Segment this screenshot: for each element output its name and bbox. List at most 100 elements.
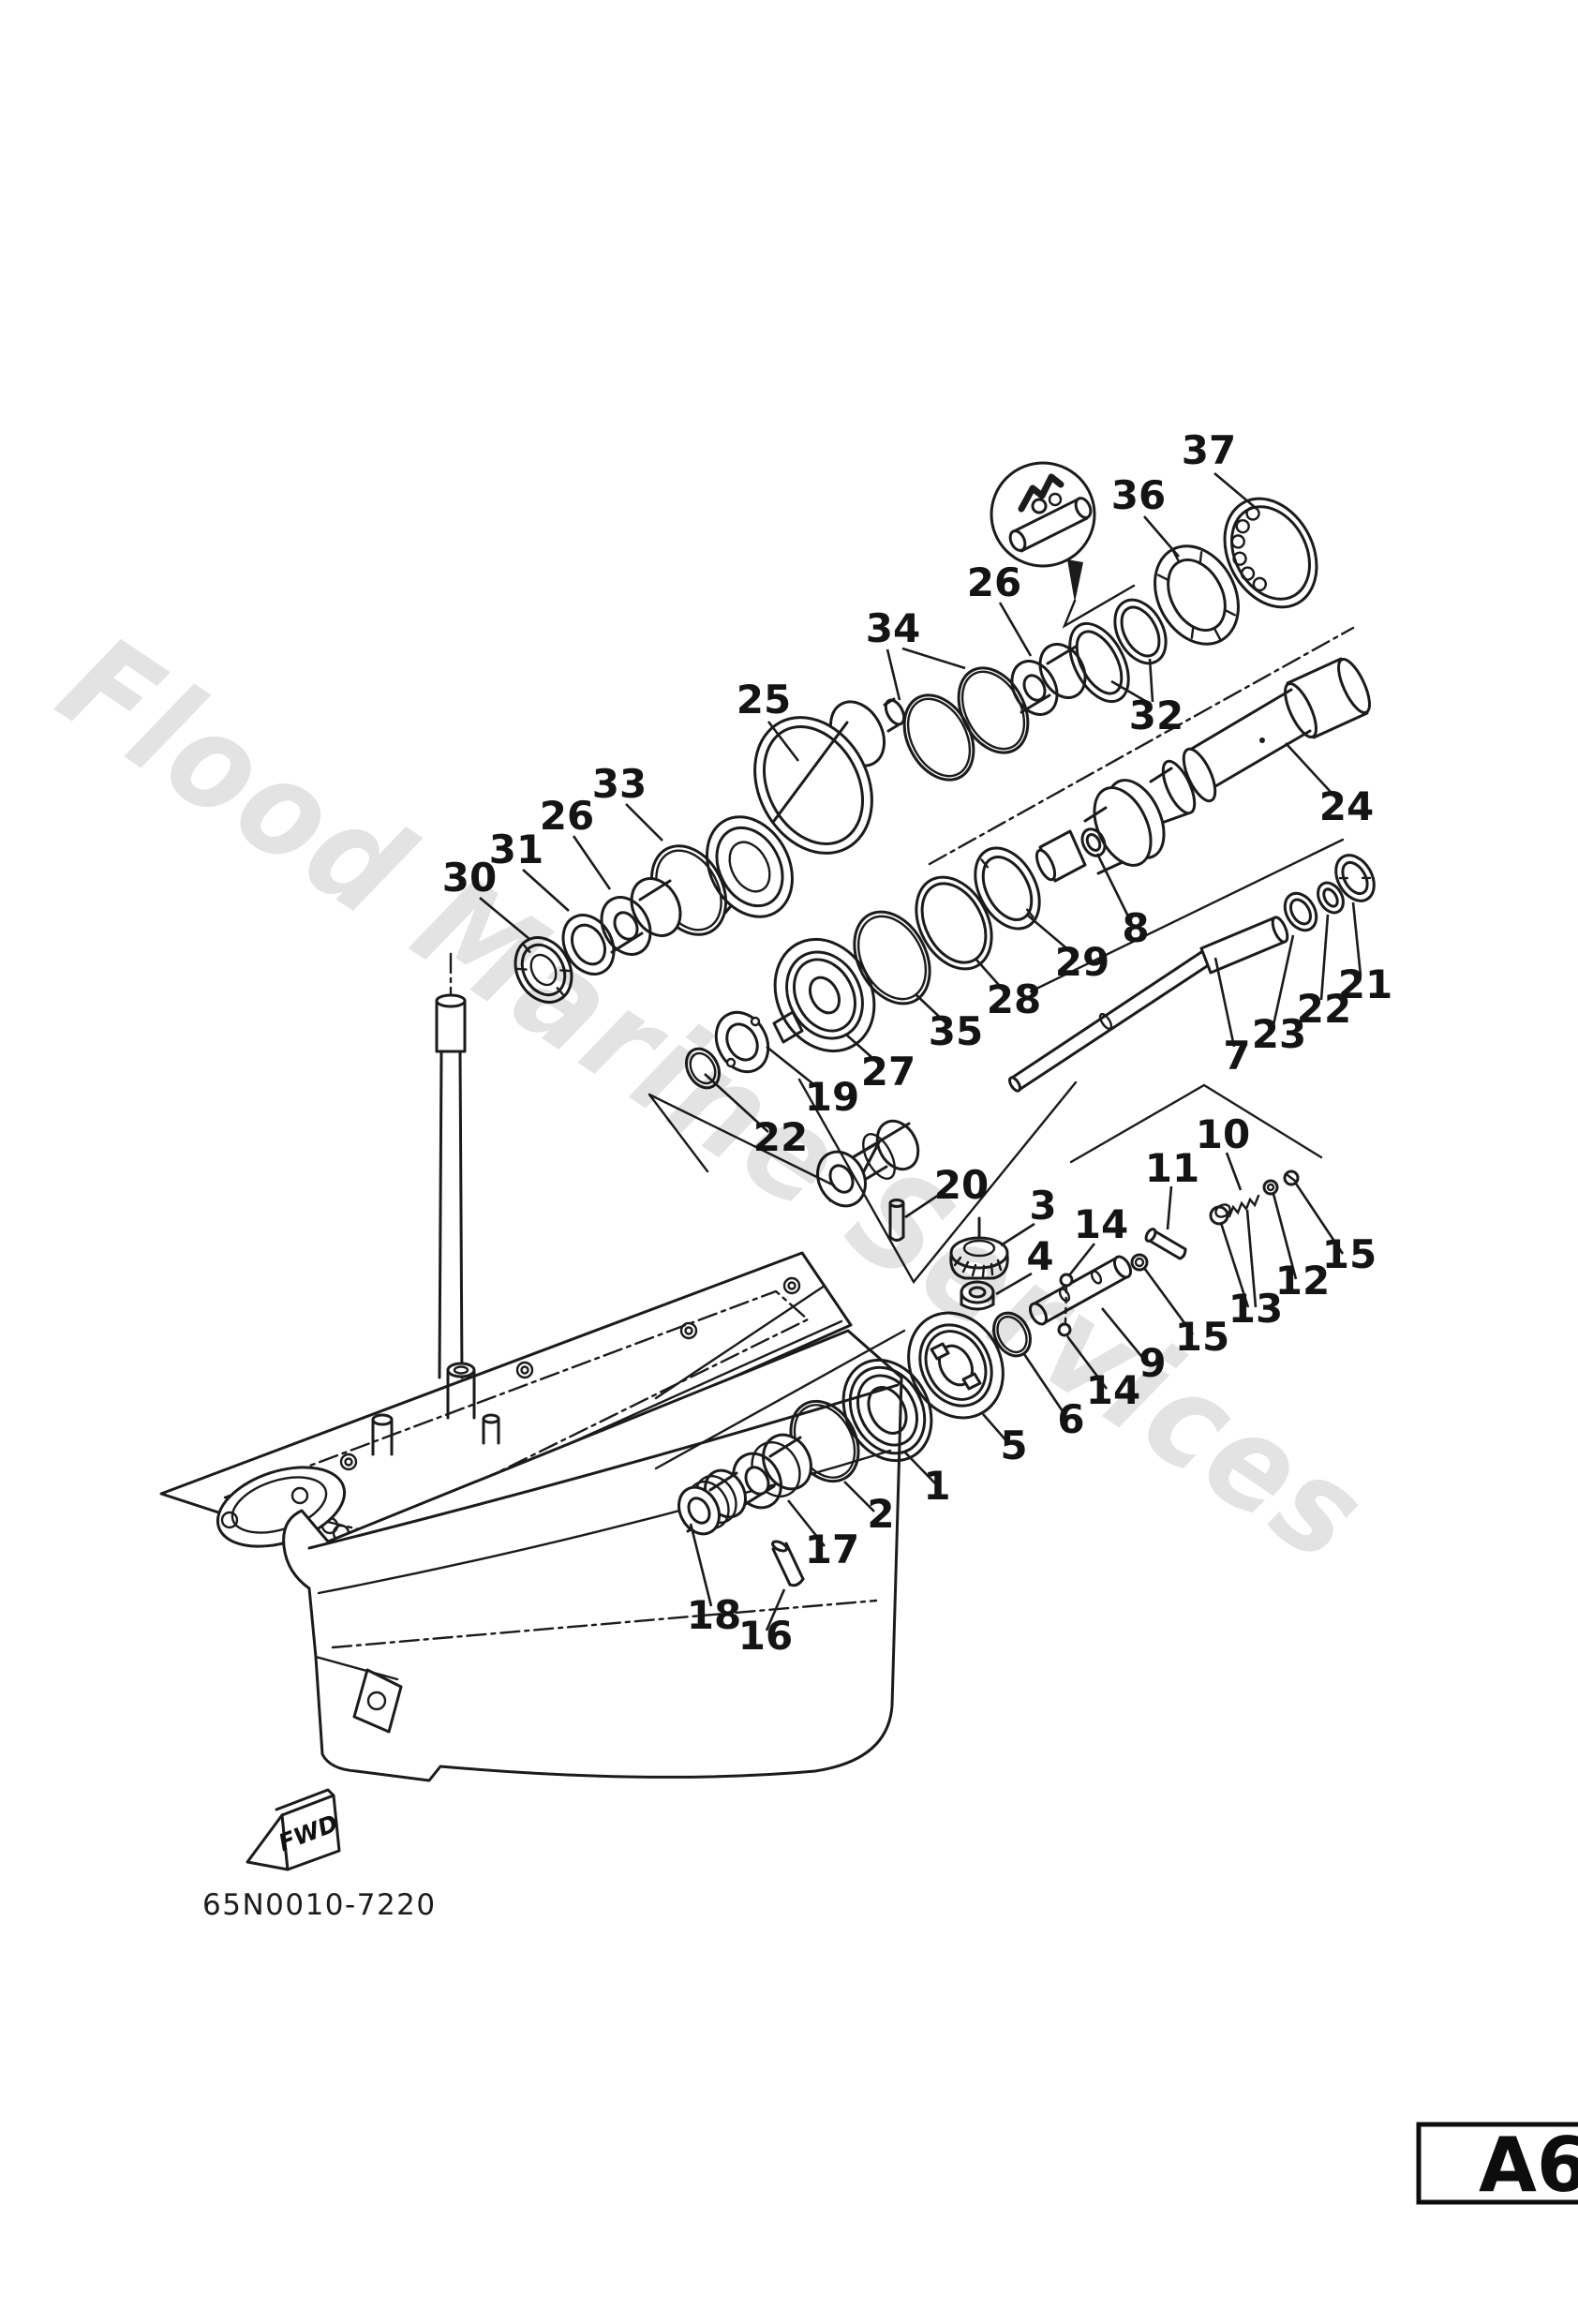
callout-leader-13: [1219, 1222, 1250, 1308]
callout-36: 36: [1111, 472, 1166, 518]
callout-leader-24: [1285, 742, 1342, 804]
bearing-sleeve-17: [732, 1433, 812, 1510]
callout-leader-31: [522, 869, 570, 912]
shift-shaft: [1008, 916, 1289, 1093]
callout-leader-22: [704, 1073, 769, 1133]
needle-bearing-top: [1010, 643, 1087, 716]
needle-bearing-lower: [600, 877, 682, 956]
bearing-carrier: [706, 697, 906, 918]
callout-22: 22: [1297, 986, 1351, 1032]
o-ring-23: [1283, 891, 1318, 932]
sleeve-18: [677, 1468, 747, 1536]
shift-cam-3: [949, 1216, 1009, 1280]
callout-31: 31: [489, 827, 543, 872]
callout-leader-34: [886, 648, 901, 701]
washer-22: [1317, 881, 1345, 915]
bearing-race-19: [714, 1010, 770, 1074]
callout-8: 8: [1122, 905, 1149, 951]
callout-37: 37: [1182, 427, 1236, 473]
callout-leader-34: [901, 647, 966, 670]
callout-leader-12: [1272, 1193, 1298, 1280]
callout-11: 11: [1145, 1145, 1199, 1191]
callout-leader-8: [1095, 853, 1133, 923]
callout-29: 29: [1055, 939, 1109, 985]
o-ring-6: [992, 1311, 1032, 1358]
callout-leader-25: [767, 721, 800, 762]
callout-leader-11: [1166, 1185, 1173, 1230]
callout-leader-1: [903, 1451, 936, 1484]
splined-washer-36: [1154, 544, 1240, 646]
detail-circle-clutch-pin: [990, 461, 1136, 629]
callout-14: 14: [1074, 1201, 1128, 1247]
callout-1: 1: [923, 1463, 950, 1509]
callout-leader-27: [845, 1034, 881, 1065]
washer-8: [1080, 827, 1107, 857]
callout-23: 23: [1252, 1011, 1306, 1057]
callout-leader-5: [982, 1413, 1010, 1445]
pinion-gear: [772, 937, 876, 1053]
callout-6: 6: [1057, 1396, 1084, 1442]
callout-leader-15: [1294, 1183, 1345, 1255]
shift-slider-9: [1028, 1255, 1133, 1326]
callout-leader-35: [915, 993, 950, 1027]
callout-10: 10: [1196, 1111, 1250, 1157]
callout-leader-30: [479, 896, 530, 941]
pin-16: [771, 1540, 805, 1587]
callout-12: 12: [1275, 1258, 1330, 1304]
ball-14a: [1059, 1273, 1074, 1288]
callout-15: 15: [1175, 1314, 1229, 1360]
callout-leader-20: [904, 1189, 945, 1219]
callout-leader-2: [843, 1481, 875, 1512]
trim-tab: [352, 1668, 403, 1734]
callout-21: 21: [1338, 961, 1392, 1007]
callout-leader-7: [1213, 957, 1236, 1048]
callout-20: 20: [934, 1162, 989, 1208]
callout-leader-28: [975, 958, 1006, 993]
callout-35: 35: [929, 1008, 983, 1054]
callout-32: 32: [1129, 693, 1184, 738]
callout-33: 33: [592, 761, 647, 807]
callout-leader-13: [1245, 1209, 1258, 1308]
clutch-dog: [816, 1119, 920, 1208]
washer-31: [561, 914, 616, 976]
oil-seal-30: [514, 936, 573, 1004]
lower-unit-artwork: FWD: [159, 461, 1376, 1871]
callout-leader-36: [1143, 515, 1180, 558]
callout-leader-23: [1272, 934, 1295, 1026]
callout-leader-21: [1351, 901, 1362, 976]
callout-leader-14: [1067, 1243, 1096, 1276]
callout-leader-17: [786, 1499, 826, 1547]
pinion-nut-4: [960, 1280, 995, 1311]
callout-leader-32: [1110, 679, 1148, 704]
dowel-pin-20: [888, 1199, 905, 1242]
callout-leader-9: [1100, 1307, 1147, 1362]
callout-leader-19: [766, 1045, 823, 1093]
callout-4: 4: [1026, 1233, 1053, 1279]
ring-32a: [1068, 621, 1130, 704]
callout-leader-10: [1225, 1152, 1243, 1191]
bracket-lines: [648, 626, 1355, 1470]
gear-housing: [159, 1251, 903, 1782]
callout-leader-26: [572, 835, 612, 890]
callout-7: 7: [1223, 1033, 1250, 1079]
callout-26: 26: [967, 559, 1021, 605]
callout-28: 28: [987, 976, 1041, 1022]
callout-18: 18: [687, 1592, 741, 1638]
callout-27: 27: [861, 1049, 916, 1095]
callout-leader-15: [1142, 1267, 1195, 1335]
callout-leader-18: [689, 1523, 713, 1607]
callout-leader-29: [1027, 915, 1078, 958]
callout-2: 2: [867, 1491, 894, 1537]
callout-leader-4: [995, 1272, 1033, 1296]
callout-24: 24: [1319, 783, 1374, 829]
callout-leader-32: [1148, 658, 1154, 703]
callout-30: 30: [442, 855, 497, 901]
callout-26: 26: [540, 793, 594, 839]
callout-16: 16: [738, 1613, 793, 1659]
callout-leader-37: [1213, 472, 1257, 509]
fwd-arrow: FWD: [246, 1788, 342, 1871]
driveshaft: [435, 952, 467, 1379]
propeller-shaft: [1035, 657, 1371, 883]
